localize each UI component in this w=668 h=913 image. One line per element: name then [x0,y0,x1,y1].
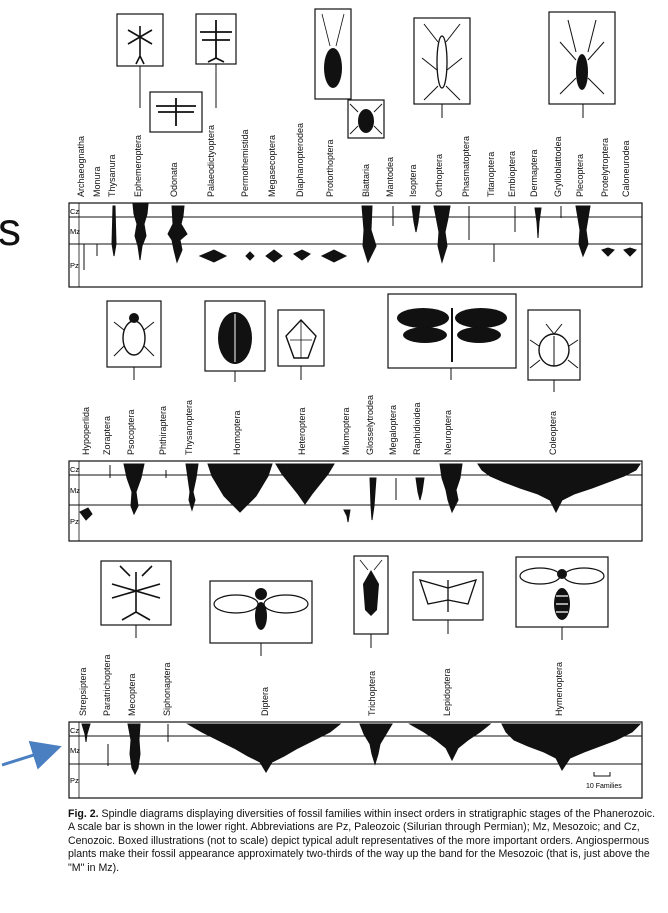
illustration-box-ephemeroptera [116,13,164,108]
order-label: Strepsiptera [78,667,88,716]
stratum-label: Cz [70,726,79,735]
stratum-label: Cz [70,465,79,474]
stratum-label: Pz [70,261,79,270]
order-label: Permothemistida [240,129,250,197]
order-label: Mantodea [385,157,395,197]
order-label: Protorthoptera [325,139,335,197]
stratum-label: Mz [70,227,80,236]
spindles-middle [79,463,641,523]
order-label: Archaeognatha [76,136,86,197]
stratum-label: Cz [70,207,79,216]
order-label: Phasmatoptera [461,136,471,197]
order-label: Plecoptera [575,154,585,197]
panel-bottom: Cz Mz Pz Strepsiptera Paratrichoptera Me… [68,555,643,799]
order-label: Siphonaptera [162,662,172,716]
pointer-arrow [1,740,62,770]
order-label: Protelytroptera [600,138,610,197]
order-label: Blattaria [361,164,371,197]
order-label: Isoptera [408,164,418,197]
illustration-box-palaeodictyoptera [195,13,237,108]
scale-bar: 10 Families [586,772,622,790]
order-label: Palaeodictyoptera [206,125,216,197]
order-label: Miomoptera [341,407,351,455]
illustration-box-lepidoptera [412,571,484,634]
order-label: Hymenoptera [554,662,564,716]
order-label: Psocoptera [126,409,136,455]
stratum-label: Mz [70,746,80,755]
order-label: Thysanura [107,154,117,197]
order-label: Hypoperlida [81,407,91,455]
illustration-box-heteroptera [277,309,325,380]
order-label: Phthiraptera [158,406,168,455]
order-label: Neuroptera [443,410,453,455]
order-label: Diaphanopterodea [295,123,305,197]
illustration-box-neuroptera [387,293,517,380]
stratum-label: Pz [70,517,79,526]
illustration-box-plecoptera [548,11,616,118]
panel-middle: Cz Mz Pz Hypoperlida Zoraptera Psocopter… [68,293,643,542]
stratum-label: Pz [70,776,79,785]
illustration-box-mecoptera [100,560,172,638]
order-label: Megasecoptera [267,135,277,197]
order-label: Zoraptera [102,416,112,455]
order-label: Thysanoptera [184,400,194,455]
strata-frame-middle [68,460,643,542]
panel-top: Cz Mz Pz Archaeognatha Monura Thysanura … [68,8,643,288]
illustration-box-protorthoptera [314,8,352,100]
scale-bar-label: 10 Families [586,783,622,790]
illustration-box-trichoptera [353,555,389,648]
order-label: Megaloptera [388,405,398,455]
illustration-box-hymenoptera [515,556,609,640]
order-label: Mecoptera [127,673,137,716]
order-label: Caloneurodea [621,140,631,197]
order-label: Embioptera [507,151,517,197]
illustration-box-diptera [209,580,313,656]
illustration-box-psocoptera [106,300,162,380]
order-label: Grylloblattodea [553,136,563,197]
order-label: Orthoptera [434,154,444,197]
illustration-box-coleoptera [527,309,581,392]
figure-caption: Fig. 2. Spindle diagrams displaying dive… [68,808,658,875]
order-label: Ephemeroptera [133,135,143,197]
order-label: Diptera [260,687,270,716]
order-label: Glosselytrodea [365,395,375,455]
order-label: Coleoptera [548,411,558,455]
order-label: Raphidioidea [412,402,422,455]
order-label: Trichoptera [367,671,377,716]
order-label: Paratrichoptera [102,654,112,716]
illustration-box-orthoptera [413,17,471,118]
order-label: Lepidoptera [442,668,452,716]
illustration-box-odonata [149,91,203,133]
spindles-bottom [81,723,642,776]
order-label: Dermaptera [529,149,539,197]
figure-caption-text: Spindle diagrams displaying diversities … [68,808,656,874]
order-label: Heteroptera [297,407,307,455]
order-label: Homoptera [232,410,242,455]
illustration-box-blattaria [347,99,385,139]
figure-label: Fig. 2. [68,808,99,820]
strata-frame-bottom [68,721,643,799]
illustration-box-homoptera [204,300,266,382]
order-label: Monura [92,166,102,197]
strata-frame-top [68,202,643,288]
stray-glyph: s [0,203,21,255]
spindles-top [83,203,637,270]
order-label: Titanoptera [486,152,496,197]
order-label: Odonata [169,162,179,197]
stratum-label: Mz [70,486,80,495]
